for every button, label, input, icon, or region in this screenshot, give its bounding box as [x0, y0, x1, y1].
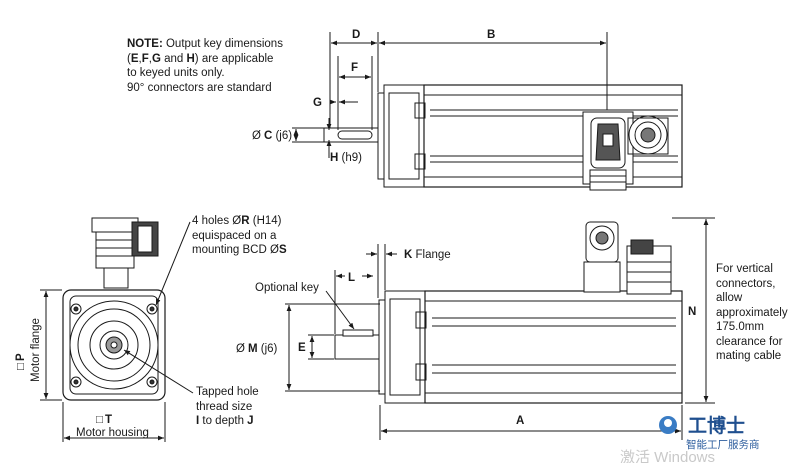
holes-3a: mounting BCD Ø [192, 244, 279, 256]
holes-line-2: equispaced on a [192, 229, 277, 242]
holes-1a: 4 holes Ø [192, 215, 242, 227]
note-sep1: , [138, 52, 142, 65]
dim-P-group: □P Motor flange [15, 318, 42, 382]
note-G: G [151, 52, 161, 65]
dim-T-label: □T [96, 414, 112, 426]
vert-line-5: 175.0mm [716, 321, 764, 333]
holes-R: R [241, 215, 250, 227]
T-square: □ [96, 414, 103, 426]
dim-A: A [516, 415, 524, 427]
note-E: E [130, 52, 139, 65]
note-F: F [141, 52, 149, 65]
dim-B: B [487, 29, 495, 41]
tap-J: J [247, 415, 254, 427]
M-post: (j6) [258, 343, 278, 355]
leader-tapped [123, 349, 194, 394]
note-line-2: ) are applicable [194, 52, 274, 65]
note-H: H [186, 52, 195, 65]
H-letter: H [330, 152, 338, 164]
tagline-text: 智能工厂服务商 [686, 438, 760, 451]
note-line-4: 90° connectors are standard [127, 81, 272, 94]
dim-N: N [688, 306, 696, 318]
dim-L: L [348, 272, 355, 284]
T-letter: T [105, 414, 112, 426]
note-block: NOTE: Output key dimensions (E,F,G and H… [127, 37, 322, 95]
P-label: □P [15, 353, 27, 370]
mounting-holes-note: 4 holes ØR (H14) equispaced on a mountin… [192, 214, 287, 258]
P-letter: P [15, 353, 27, 361]
K-post: Flange [412, 249, 450, 261]
top-view-motor [323, 84, 683, 191]
front-view-motor [62, 217, 166, 401]
leader-holes [155, 221, 191, 306]
tap-I: I [196, 415, 200, 427]
windows-activation-text: 激活 Windows [620, 449, 715, 463]
motor-flange-label: Motor flange [30, 318, 42, 382]
dim-D: D [352, 29, 360, 41]
vert-line-7: mating cable [716, 350, 782, 362]
side-view-motor [334, 221, 683, 404]
H-post: (h9) [338, 152, 362, 164]
leader-optional-key [325, 290, 355, 330]
tapped-hole-note: Tapped hole thread size I to depth J [196, 385, 259, 429]
optional-key-label: Optional key [255, 282, 319, 294]
vert-line-1: For vertical [716, 263, 773, 275]
note-line-3: to keyed units only. [127, 67, 225, 79]
C-letter: C [264, 130, 272, 142]
C-pre: Ø [252, 130, 261, 142]
dim-K-label: K Flange [404, 249, 451, 261]
P-square: □ [15, 363, 27, 370]
vert-line-2: connectors, [716, 277, 776, 290]
note-line-1: Output key dimensions [162, 38, 283, 50]
holes-S: S [278, 244, 287, 256]
holes-1b: (H14) [249, 215, 282, 227]
note-prefix: NOTE: [127, 38, 163, 50]
motor-housing-label: Motor housing [76, 427, 149, 439]
tap-line-1: Tapped hole [196, 386, 259, 398]
tap-mid: to depth [199, 415, 248, 427]
note-sep2: , [148, 52, 152, 65]
dim-F: F [351, 62, 358, 74]
vertical-connector-note: For vertical connectors, allow approxima… [716, 262, 788, 364]
M-letter: M [248, 343, 258, 355]
tap-line-2: thread size [196, 400, 253, 413]
vert-line-6: clearance for [716, 335, 783, 348]
vert-line-4: approximately [716, 306, 788, 319]
brand-text: 工博士 [688, 414, 745, 437]
vert-line-3: allow [716, 292, 743, 304]
note-paren: ( [127, 52, 131, 65]
dim-H-label: H (h9) [330, 152, 362, 164]
note-and: and [160, 52, 187, 65]
dim-G: G [313, 97, 322, 109]
K-letter: K [404, 249, 413, 261]
watermark: 工博士 智能工厂服务商 激活 Windows [620, 414, 760, 463]
dim-E: E [298, 342, 306, 354]
C-post: (j6) [272, 130, 292, 142]
M-pre: Ø [236, 343, 245, 355]
